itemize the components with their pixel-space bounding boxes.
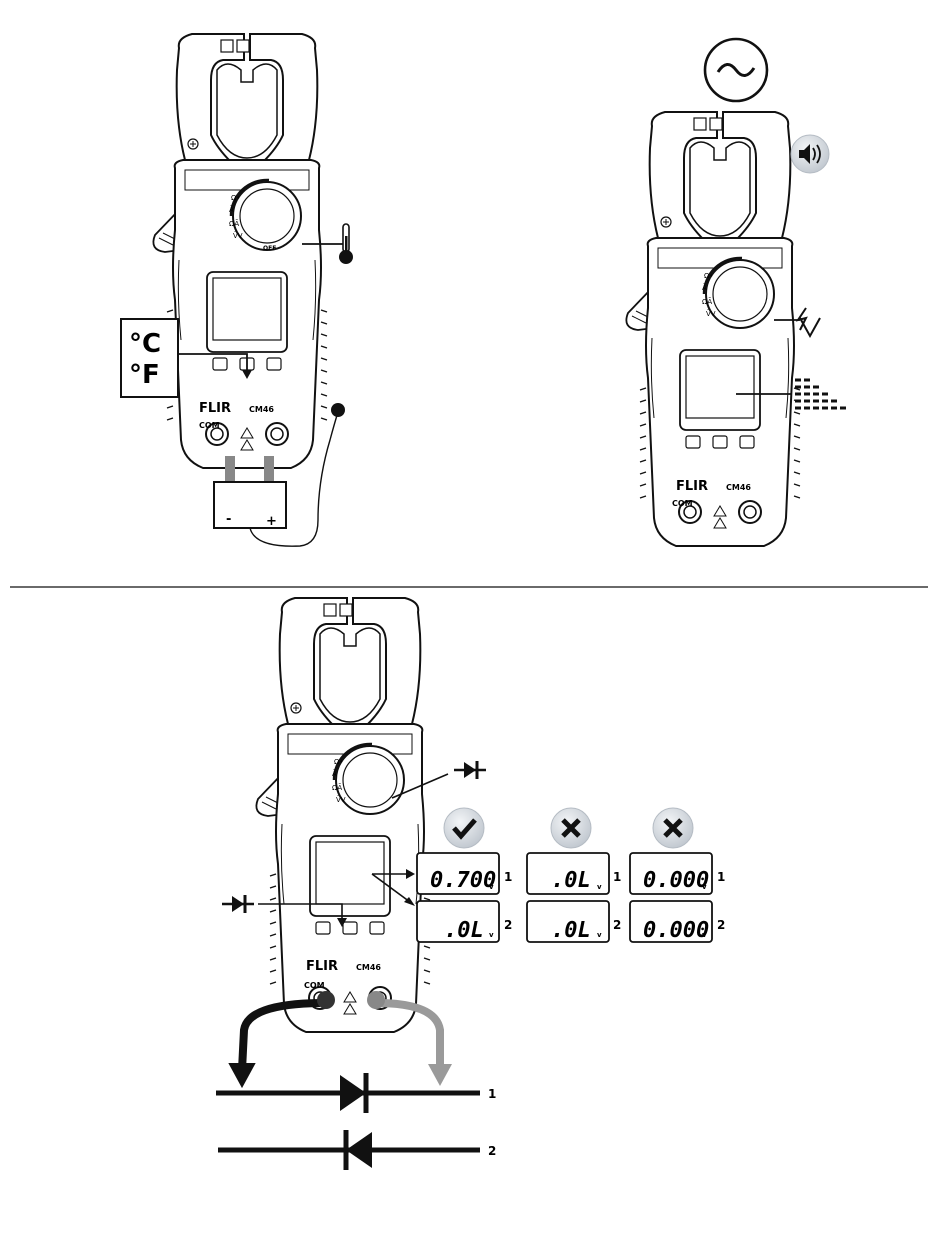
row-label-2: 2	[717, 918, 725, 932]
row-label-1: 1	[717, 870, 725, 884]
model-label: CM46	[249, 405, 274, 414]
speaker-icon	[791, 135, 829, 173]
probe-plus-label: +	[266, 514, 277, 529]
lcd-reading-1-1: 0.700	[430, 868, 496, 893]
meter-diode-test: FLIR CM46 COM	[256, 598, 430, 1032]
off-label: OFF	[263, 245, 276, 252]
meter-ac-continuity: FLIR CM46 COM	[626, 112, 800, 546]
diode-forward-circuit: 1	[216, 1073, 496, 1113]
brand-logo: FLIR	[199, 401, 231, 416]
celsius-label: °C	[129, 329, 161, 359]
com-label-3: COM	[304, 981, 325, 990]
circuit-label-2: 2	[488, 1144, 496, 1158]
lcd-reading-3-1: 0.000	[643, 868, 709, 893]
status-cross-bubble-1	[551, 808, 591, 848]
probe-minus-label: -	[226, 512, 231, 527]
row-label-1: 1	[613, 870, 621, 884]
status-check-bubble	[444, 808, 484, 848]
meter-temperature: FLIR CM46 COM OFF	[153, 34, 327, 468]
fahrenheit-label: °F	[129, 360, 160, 390]
lcd-readings: 0.700 v 1 .0L v 2 .0L v 1 .0L v 2 0.000 …	[417, 853, 725, 943]
lcd-reading-1-2: .0L	[444, 918, 484, 943]
com-label: COM	[199, 421, 220, 430]
circuit-label-1: 1	[488, 1087, 496, 1101]
lcd-unit: v	[702, 931, 707, 939]
lcd-unit: v	[489, 883, 494, 891]
lcd-unit: v	[489, 931, 494, 939]
brand-logo-2: FLIR	[676, 479, 708, 494]
lcd-reading-2-2: .0L	[551, 918, 591, 943]
lcd-unit: v	[597, 883, 602, 891]
com-label-2: COM	[672, 499, 693, 508]
lcd-reading-3-2: 0.000	[643, 918, 709, 943]
diode-reverse-circuit: 2	[218, 1130, 496, 1170]
row-label-2: 2	[504, 918, 512, 932]
lcd-reading-2-1: .0L	[551, 868, 591, 893]
model-label-2: CM46	[726, 483, 751, 492]
lcd-unit: v	[702, 883, 707, 891]
lcd-unit: v	[597, 931, 602, 939]
brand-logo-3: FLIR	[306, 959, 338, 974]
model-label-3: CM46	[356, 963, 381, 972]
row-label-1: 1	[504, 870, 512, 884]
ac-sine-icon	[705, 39, 767, 101]
status-cross-bubble-2	[653, 808, 693, 848]
row-label-2: 2	[613, 918, 621, 932]
